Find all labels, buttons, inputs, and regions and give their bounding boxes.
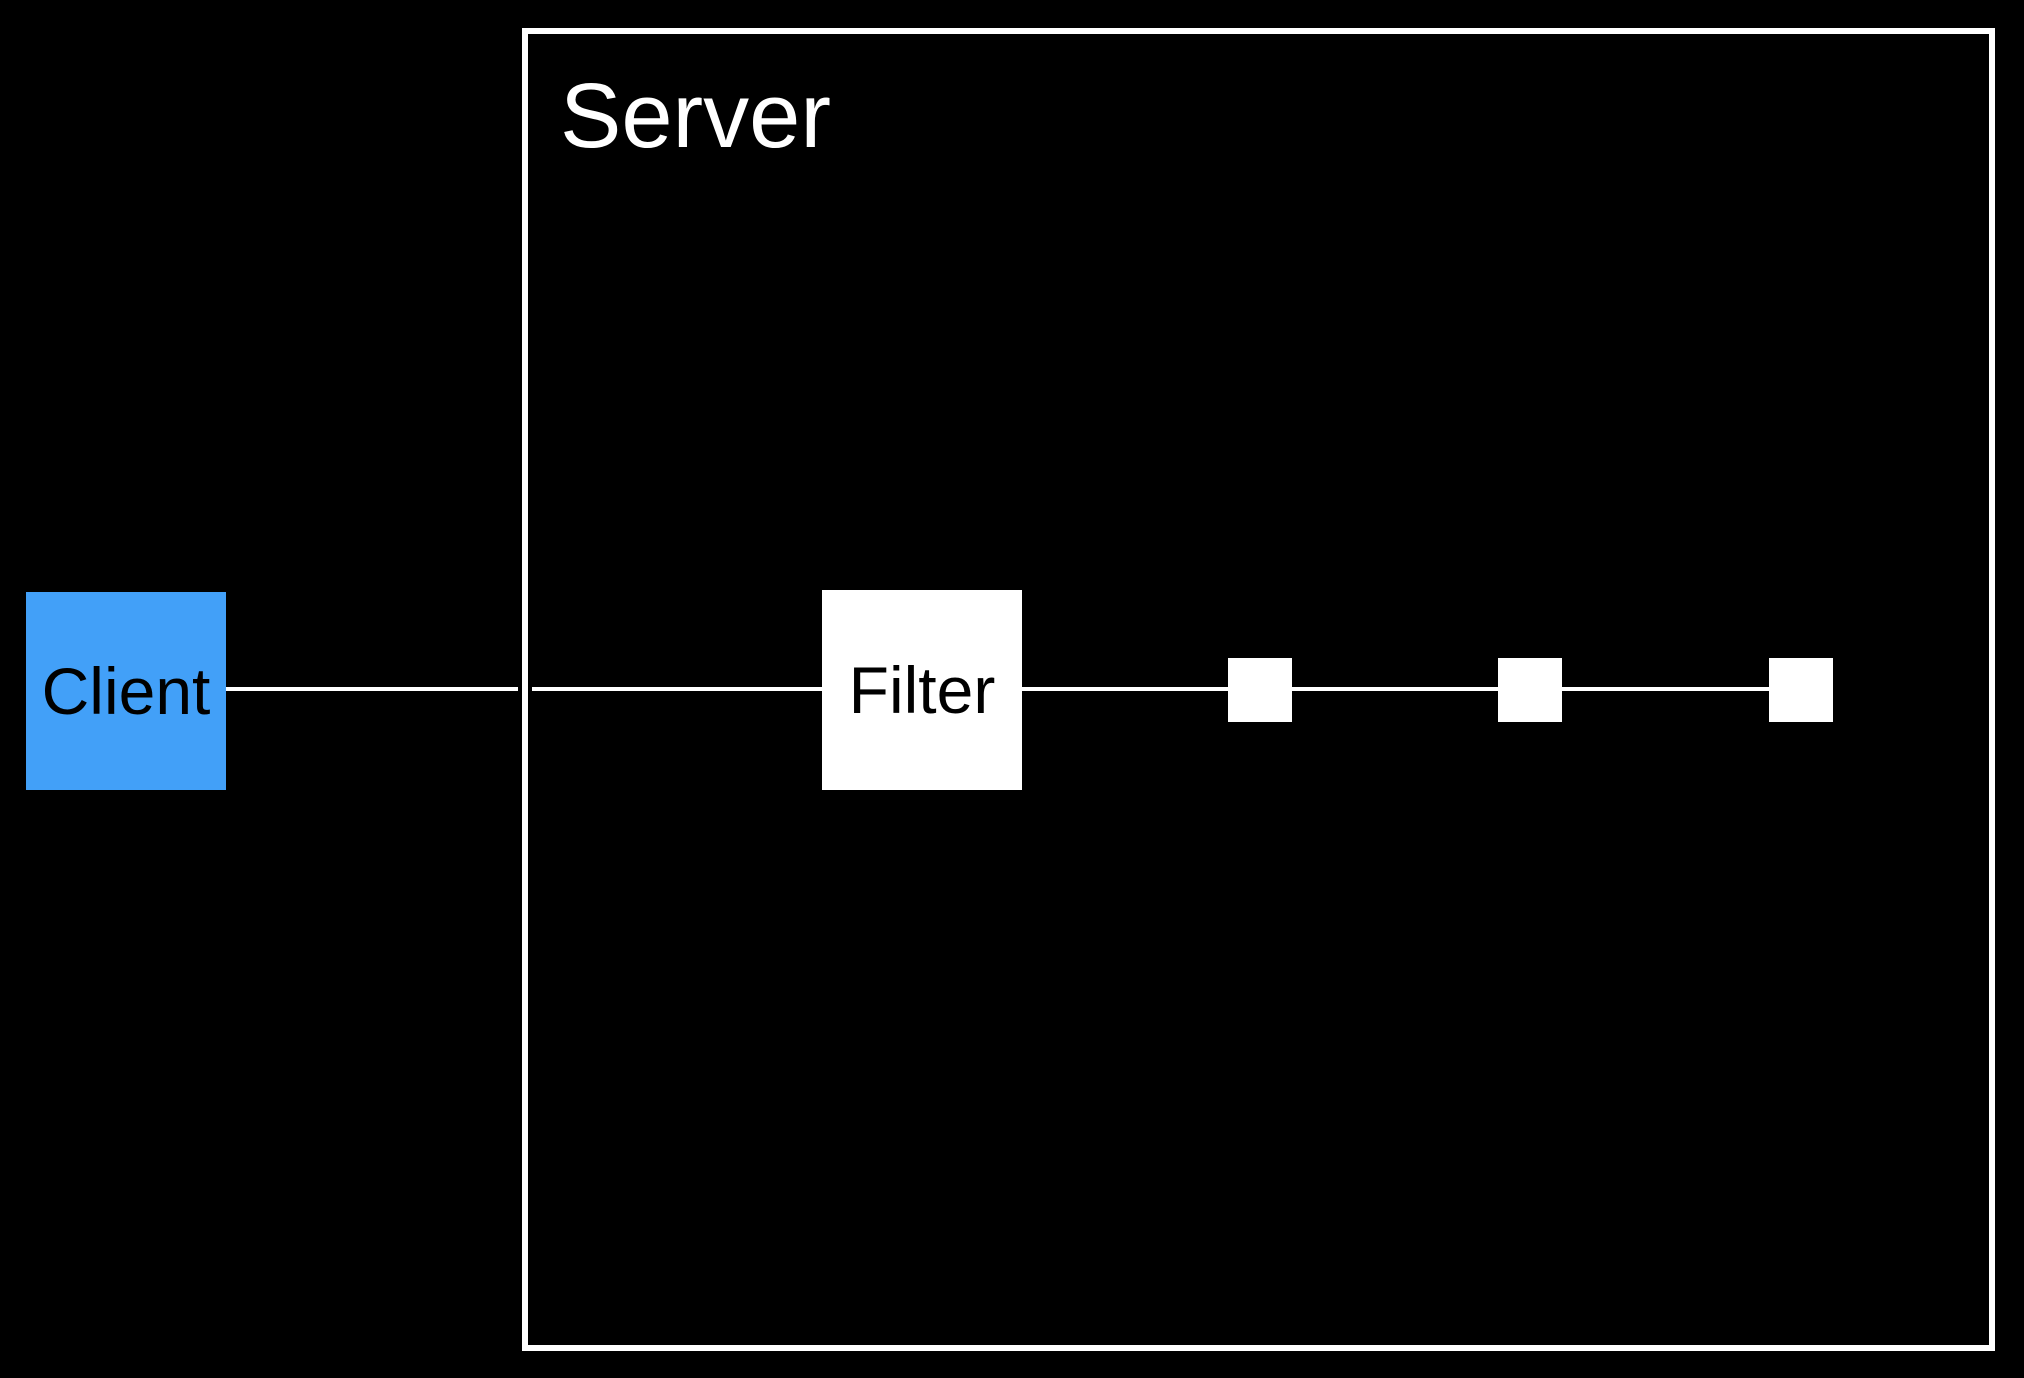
node-node-2[interactable]: [1498, 658, 1562, 722]
node-label-client: Client: [41, 654, 211, 728]
node-node-1[interactable]: [1228, 658, 1292, 722]
node-node-3[interactable]: [1769, 658, 1833, 722]
node-label-filter: Filter: [848, 653, 996, 727]
connector-edge-node2-node3: [1562, 687, 1769, 691]
node-filter[interactable]: Filter: [822, 590, 1022, 790]
server-boundary-label: Server: [560, 65, 831, 167]
server-boundary-box[interactable]: [522, 28, 1995, 1351]
connector-edge-client-boundary: [226, 687, 518, 691]
connector-edge-filter-node1: [1022, 687, 1228, 691]
node-client[interactable]: Client: [26, 592, 226, 790]
connector-edge-node1-node2: [1292, 687, 1498, 691]
connector-edge-boundary-filter: [532, 687, 822, 691]
